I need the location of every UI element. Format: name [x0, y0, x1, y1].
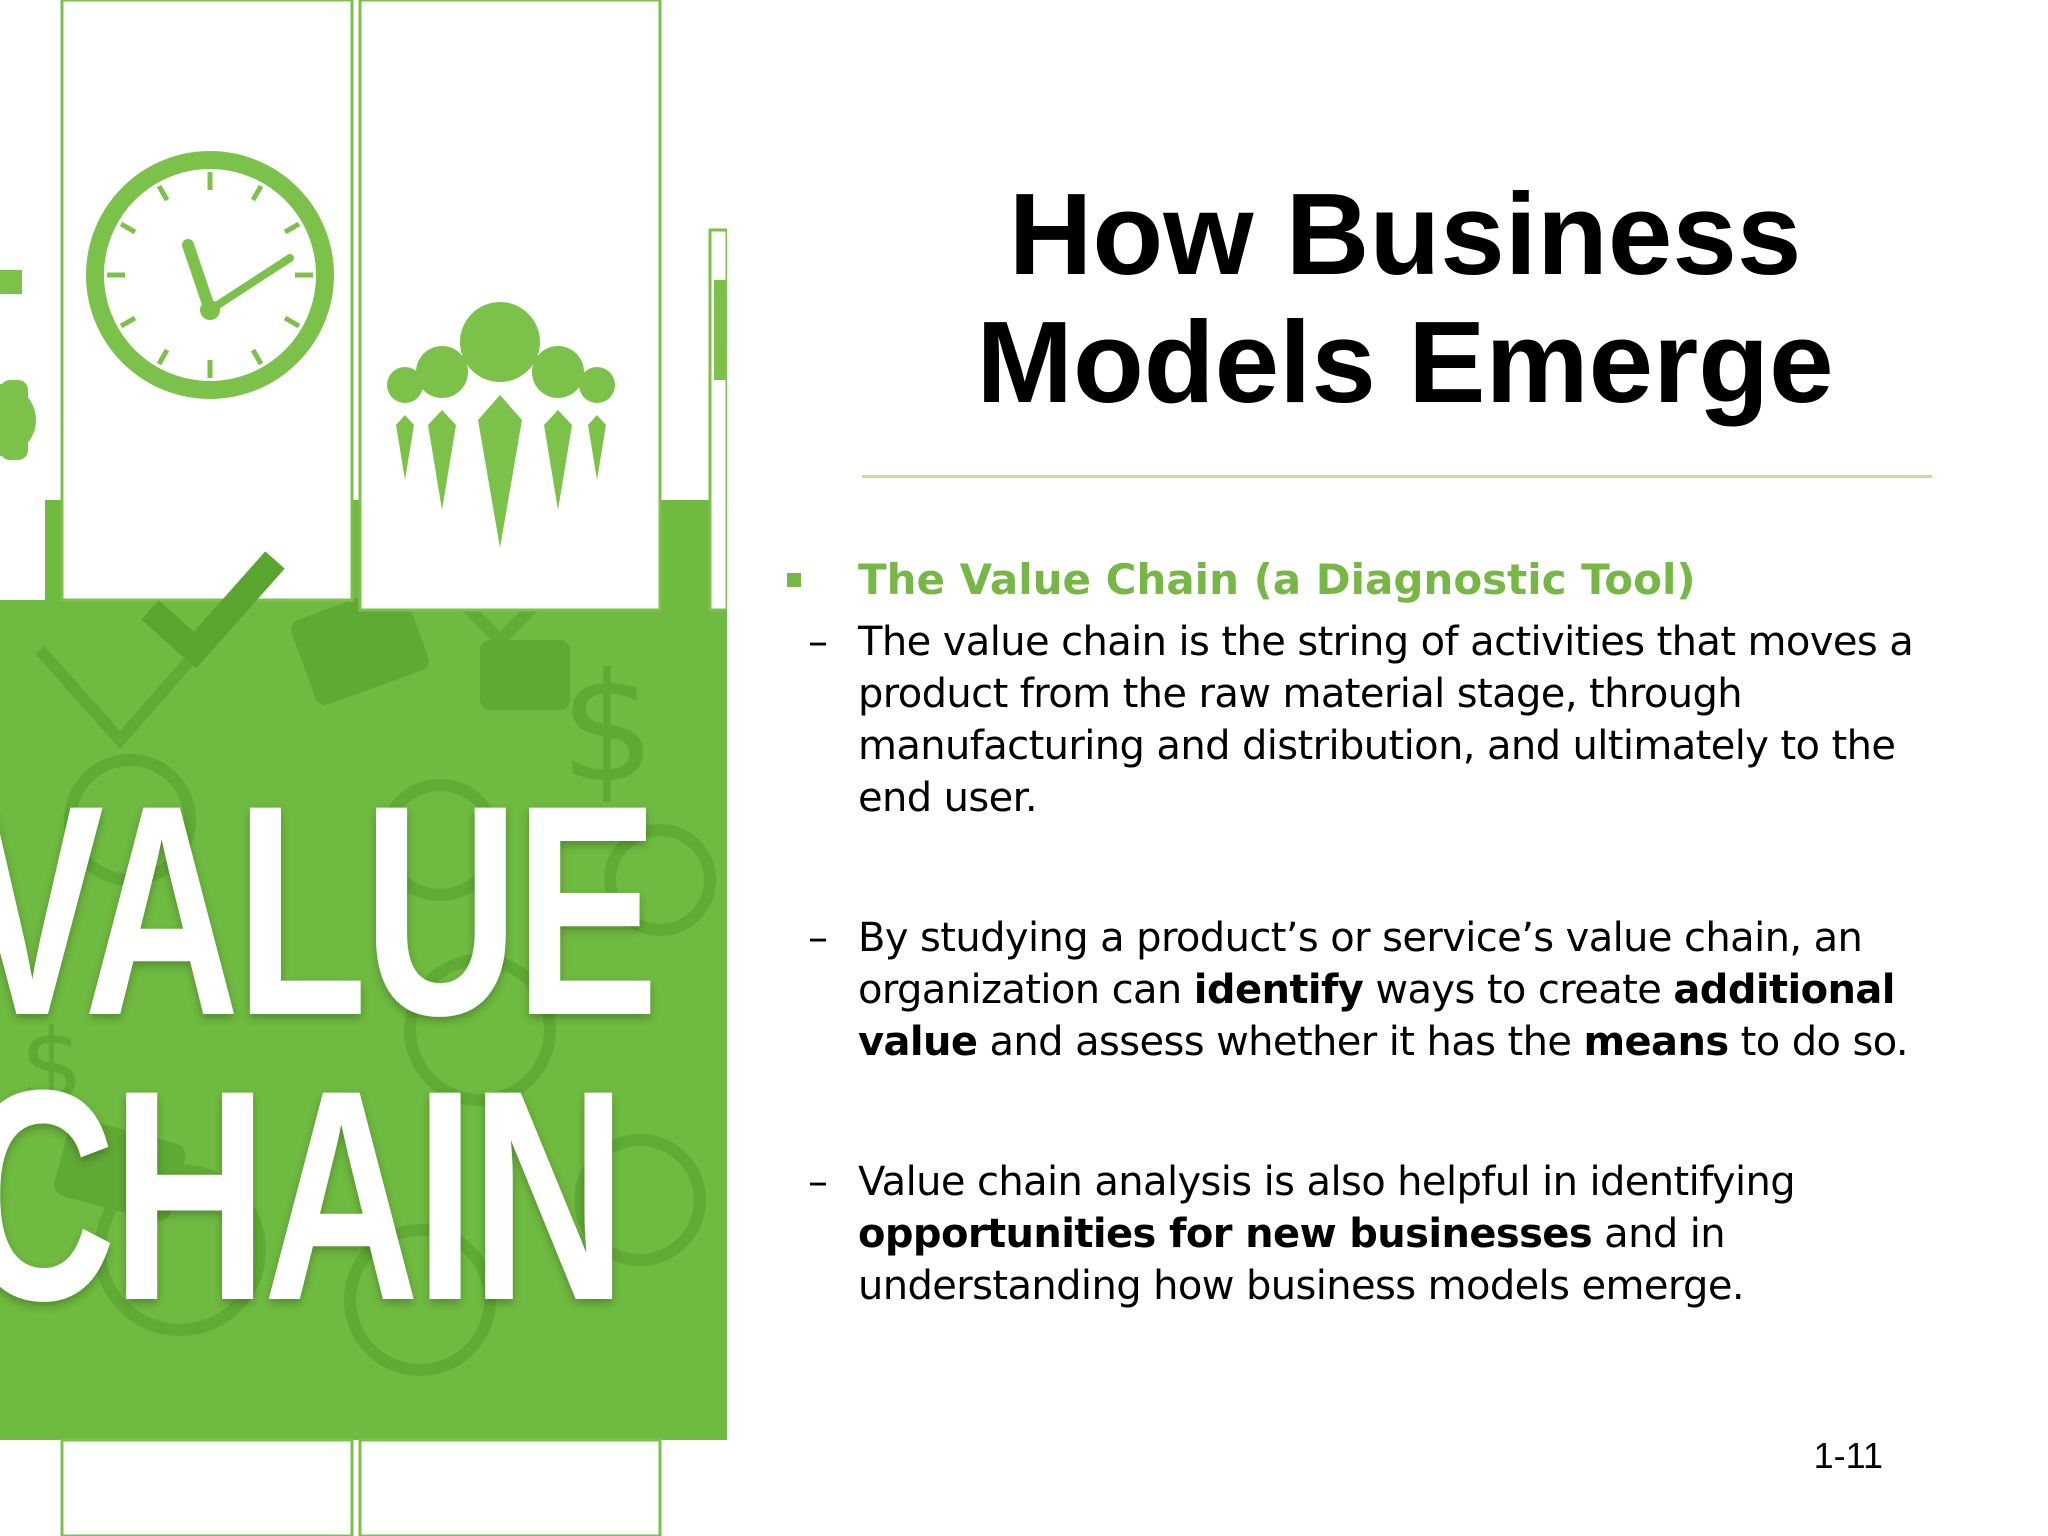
dollar-icon: $ [560, 642, 655, 816]
slide-title: How Business Models Emerge [860, 170, 1950, 426]
svg-text:$: $ [20, 1007, 84, 1124]
value-chain-illustration: $ $ [0, 0, 727, 1536]
sub-bullet-3: – Value chain analysis is also helpful i… [780, 1156, 1980, 1312]
people-icon [387, 302, 615, 548]
dash-icon: – [808, 619, 828, 665]
square-bullet-icon [787, 573, 801, 587]
chain-word-art: CHAIN [0, 1027, 627, 1363]
sub-bullet-text: By studying a product’s or service’s val… [858, 915, 1909, 1065]
page-number: 1-11 [1813, 1435, 1883, 1476]
bullet-heading: The Value Chain (a Diagnostic Tool) [780, 550, 1980, 610]
dash-icon: – [808, 915, 828, 961]
value-word-art: VALUE [0, 742, 659, 1078]
sub-bullet-text: The value chain is the string of activit… [858, 619, 1914, 821]
title-divider [862, 475, 1932, 478]
sub-bullet-2: – By studying a product’s or service’s v… [780, 912, 1980, 1068]
slide-title-line1: How Business [1008, 169, 1802, 299]
dash-icon: – [808, 1159, 828, 1205]
clock-icon [86, 151, 334, 399]
sub-bullet-text: Value chain analysis is also helpful in … [858, 1159, 1796, 1309]
slide-title-line2: Models Emerge [976, 297, 1834, 427]
gear-icon [0, 270, 36, 460]
bullet-heading-text: The Value Chain (a Diagnostic Tool) [858, 555, 1696, 604]
illustration-background: $ $ [0, 0, 727, 1536]
slide-content: The Value Chain (a Diagnostic Tool) – Th… [780, 550, 1980, 1312]
sub-bullet-1: – The value chain is the string of activ… [780, 616, 1980, 824]
checkmark-icon [141, 551, 285, 669]
